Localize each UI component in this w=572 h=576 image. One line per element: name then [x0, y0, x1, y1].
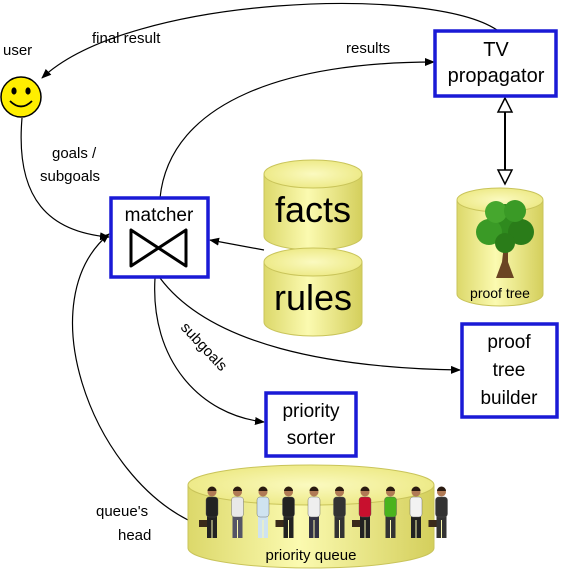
- people-queue-icon: [199, 486, 448, 538]
- priority-sorter-label-line1: priority: [282, 401, 340, 422]
- hollow-arrowhead-up: [496, 96, 514, 113]
- queue-person: [352, 486, 372, 538]
- proof-tree-builder-label-line2: tree: [493, 360, 526, 381]
- tv-propagator-label-line2: propagator: [448, 65, 545, 87]
- proof-tree-cylinder: proof tree: [456, 187, 544, 307]
- queue-person: [384, 486, 397, 538]
- arrow-facts-to-matcher: [209, 237, 265, 251]
- queues-head-label-line2: head: [118, 527, 151, 544]
- matcher-box: matcher: [109, 196, 210, 279]
- queue-person: [231, 486, 244, 538]
- rules-cylinder: rules: [263, 247, 363, 337]
- arrow-results: [159, 58, 435, 199]
- matcher-label: matcher: [125, 205, 194, 226]
- hollow-arrowhead-down: [496, 169, 514, 186]
- queues-head-label-line1: queue's: [96, 503, 148, 520]
- priority-queue-cylinder: priority queue: [187, 464, 448, 569]
- priority-sorter-box: priority sorter: [264, 391, 358, 458]
- tv-propagator-label-line1: TV: [483, 39, 509, 61]
- goals-label-line1: goals /: [52, 145, 97, 162]
- results-label: results: [346, 40, 390, 57]
- goals-label-line2: subgoals: [40, 168, 100, 185]
- priority-sorter-label-line2: sorter: [287, 428, 336, 449]
- proof-tree-builder-label-line1: proof: [487, 332, 531, 353]
- rules-label: rules: [274, 277, 352, 318]
- arrow-goals: [20, 117, 110, 241]
- queue-person: [333, 486, 346, 538]
- arrow-to-proof-builder: [159, 277, 461, 374]
- arrow-final-result: [41, 2, 498, 79]
- priority-queue-label: priority queue: [266, 547, 357, 564]
- facts-cylinder: facts: [263, 159, 363, 251]
- user-label: user: [3, 42, 32, 59]
- queue-person: [307, 486, 321, 538]
- tv-propagator-box: TV propagator: [433, 29, 558, 98]
- queue-person: [199, 486, 219, 538]
- queue-person: [256, 486, 270, 538]
- arrow-subgoals: [154, 277, 265, 425]
- proof-tree-builder-label-line3: builder: [480, 388, 538, 409]
- bowtie-join-icon: [129, 228, 188, 268]
- smiley-face-icon: [0, 76, 42, 118]
- arrow-queues-head: [72, 233, 189, 521]
- proof-tree-builder-box: proof tree builder: [460, 322, 559, 419]
- proof-tree-label: proof tree: [470, 285, 530, 301]
- facts-label: facts: [275, 189, 351, 230]
- queue-person: [275, 486, 295, 538]
- queue-person: [428, 486, 448, 538]
- queue-person: [409, 486, 423, 538]
- tree-icon: [476, 200, 534, 278]
- final-result-label: final result: [92, 30, 161, 47]
